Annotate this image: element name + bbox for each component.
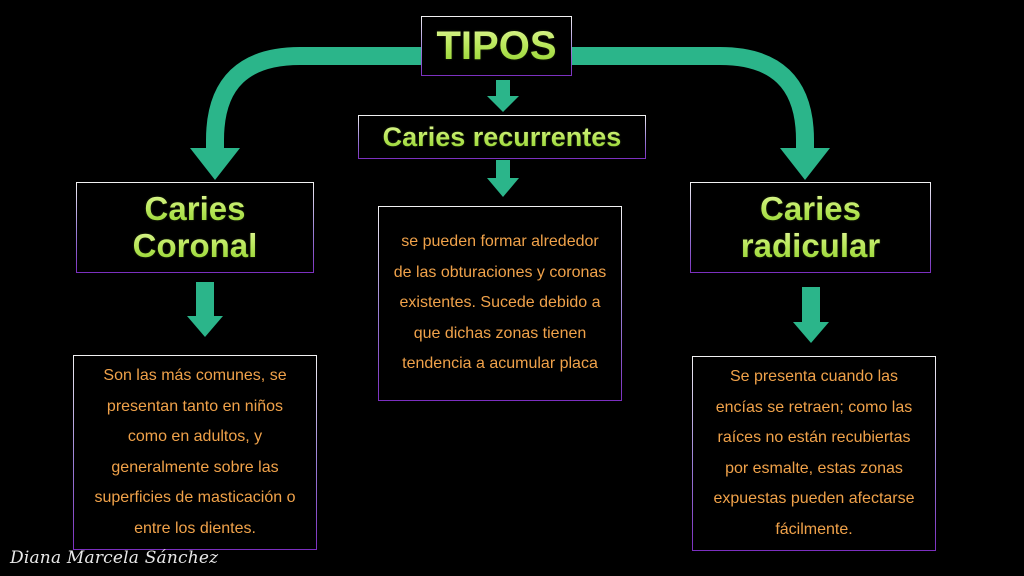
center-title: Caries recurrentes <box>382 121 622 152</box>
author-signature: Diana Marcela Sánchez <box>10 548 219 568</box>
right-description-node: Se presenta cuando las encías se retraen… <box>692 356 936 551</box>
curved-arrow-right-head <box>780 148 830 180</box>
left-title-line1: Caries <box>144 189 246 227</box>
center-title-node: Caries recurrentes <box>358 115 646 159</box>
down-arrow-left-desc <box>187 282 223 337</box>
right-title-line2: radicular <box>740 226 881 264</box>
center-description-node: se pueden formar alrededor de las obtura… <box>378 206 622 401</box>
down-arrow-center-desc <box>487 160 519 197</box>
left-title-node: Caries Coronal <box>76 182 314 273</box>
center-description: se pueden formar alrededor de las obtura… <box>393 233 607 373</box>
right-description: Se presenta cuando las encías se retraen… <box>713 368 915 538</box>
right-title-node: Caries radicular <box>690 182 931 273</box>
down-arrow-right-desc <box>793 287 829 343</box>
down-arrow-root-center <box>487 80 519 112</box>
right-title-line1: Caries <box>760 189 861 227</box>
left-description-node: Son las más comunes, se presentan tanto … <box>73 355 317 550</box>
left-title-line2: Coronal <box>132 226 258 264</box>
root-node: TIPOS <box>421 16 572 76</box>
root-title: TIPOS <box>436 23 557 68</box>
left-description: Son las más comunes, se presentan tanto … <box>94 367 296 537</box>
curved-arrow-left-head <box>190 148 240 180</box>
curved-arrow-left <box>206 47 422 152</box>
curved-arrow-right <box>572 47 814 152</box>
